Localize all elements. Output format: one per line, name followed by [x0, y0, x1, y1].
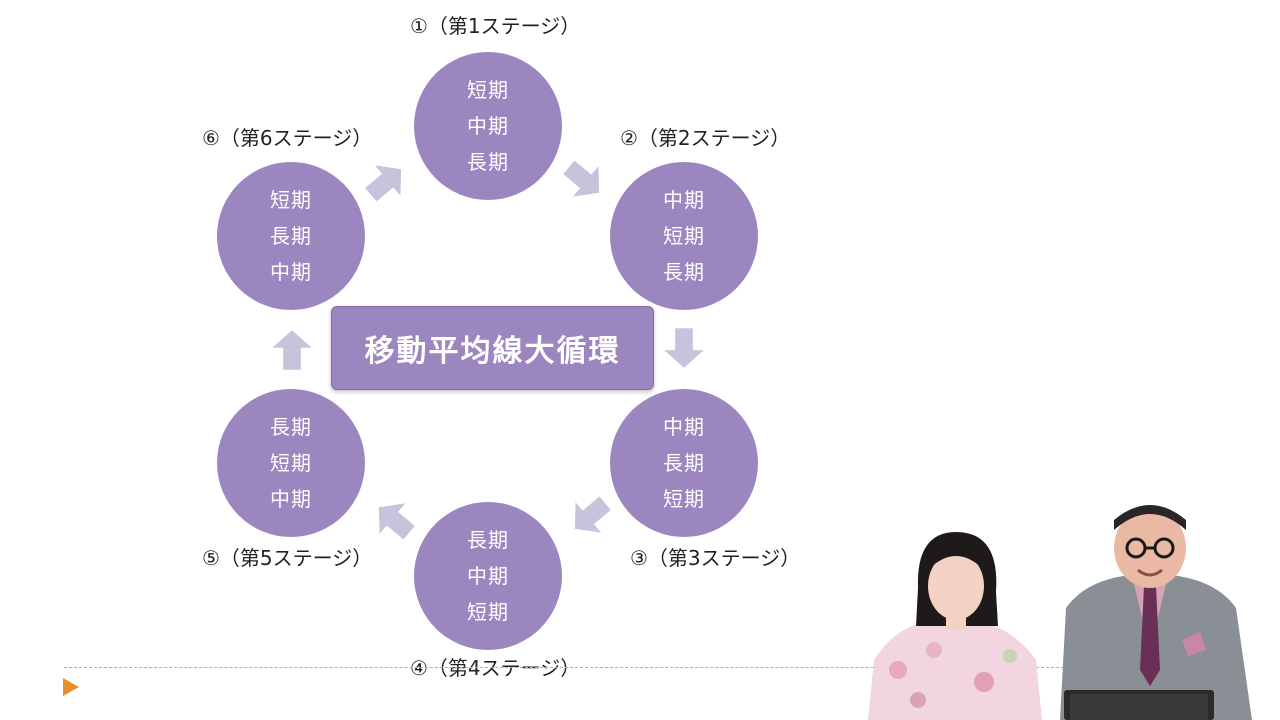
- stage-1-line-3: 長期: [467, 150, 509, 174]
- stage-3-label: ③（第3ステージ）: [630, 546, 801, 570]
- arrow-2-to-3-icon: [664, 328, 704, 368]
- stage-6-label: ⑥（第6ステージ）: [202, 126, 373, 150]
- stage-1-line-1: 短期: [467, 78, 509, 102]
- stage-4-line-3: 短期: [467, 600, 509, 624]
- stage-2-line-1: 中期: [663, 188, 705, 212]
- play-marker-icon: [63, 678, 79, 696]
- laptop-icon: [1064, 690, 1214, 720]
- stage-1-label: ①（第1ステージ）: [410, 14, 581, 38]
- stage-1-line-2: 中期: [467, 114, 509, 138]
- arrow-5-to-6-icon: [272, 330, 312, 370]
- stage-5-line-2: 短期: [270, 451, 312, 475]
- stage-6-line-2: 長期: [270, 224, 312, 248]
- stage-3-line-1: 中期: [663, 415, 705, 439]
- stage-2-line-3: 長期: [663, 260, 705, 284]
- stage-5-label: ⑤（第5ステージ）: [202, 546, 373, 570]
- stage-4-line-1: 長期: [467, 528, 509, 552]
- cycle-title-box: 移動平均線大循環: [331, 306, 654, 390]
- stage-3-line-2: 長期: [663, 451, 705, 475]
- male-presenter: [1060, 505, 1252, 720]
- arrow-6-to-1-icon: [365, 165, 402, 202]
- female-presenter: [868, 532, 1042, 720]
- stage-2-line-2: 短期: [663, 224, 705, 248]
- stage-6-circle: 短期 長期 中期: [217, 162, 365, 310]
- stage-5-line-3: 中期: [270, 487, 312, 511]
- arrow-3-to-4-icon: [574, 496, 611, 533]
- cycle-title: 移動平均線大循環: [364, 334, 621, 369]
- arrow-4-to-5-icon: [378, 503, 415, 540]
- bottom-divider: [64, 667, 1064, 668]
- stage-2-circle: 中期 短期 長期: [610, 162, 758, 310]
- stage-6-line-1: 短期: [270, 188, 312, 212]
- arrow-1-to-2-icon: [563, 160, 600, 197]
- presenters-video: [868, 505, 1252, 720]
- stage-3-circle: 中期 長期 短期: [610, 389, 758, 537]
- stage-3-line-3: 短期: [663, 487, 705, 511]
- stage-5-circle: 長期 短期 中期: [217, 389, 365, 537]
- stage-4-circle: 長期 中期 短期: [414, 502, 562, 650]
- stage-1-circle: 短期 中期 長期: [414, 52, 562, 200]
- stage-2-label: ②（第2ステージ）: [620, 126, 791, 150]
- stage-4-line-2: 中期: [467, 564, 509, 588]
- stage-5-line-1: 長期: [270, 415, 312, 439]
- stage-6-line-3: 中期: [270, 260, 312, 284]
- stage-4-label: ④（第4ステージ）: [410, 656, 581, 680]
